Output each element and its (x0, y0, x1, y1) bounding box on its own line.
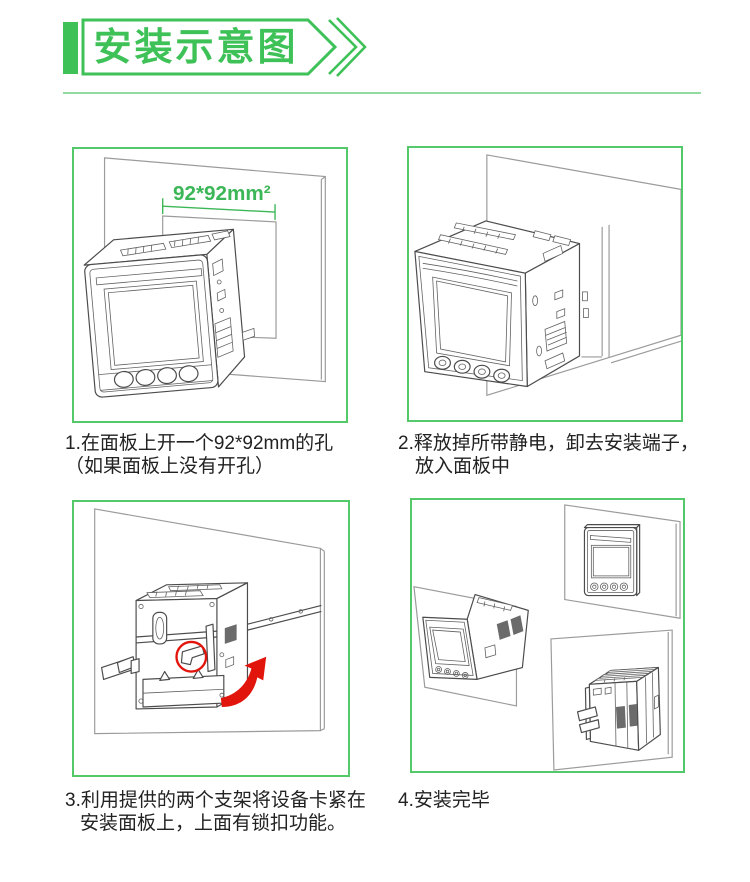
installed-rear-view (550, 629, 673, 771)
step3-panel (72, 500, 350, 777)
dimension-line (162, 198, 276, 220)
installed-angled-view (413, 585, 529, 707)
step1-illustration: 92*92mm² (83, 157, 326, 398)
header-title-box (81, 17, 367, 77)
chevron-right-icon (336, 17, 367, 77)
red-highlight-circle (175, 640, 208, 673)
installed-front-view (564, 504, 681, 619)
red-arrow (220, 656, 267, 707)
meter-drawing (83, 228, 256, 398)
step2-caption-line1: 2.释放掉所带静电，卸去安装端子， (398, 433, 699, 454)
header-divider (63, 92, 701, 94)
chevron-right-icon (328, 19, 358, 75)
meter-rear-drawing (101, 582, 322, 710)
meter-drawing (414, 220, 581, 388)
step2-caption-line2: 放入面板中 (415, 455, 511, 477)
wall-drawing (94, 508, 325, 735)
step4-illustration (413, 504, 681, 771)
page-title: 安装示意图 (93, 27, 299, 69)
step3-caption: 3.利用提供的两个支架将设备卡紧在 安装面板上，上面有锁扣功能。 (65, 790, 366, 835)
step1-panel: 92*92mm² (72, 147, 348, 423)
step1-caption-line2: （如果面板上没有开孔） (65, 455, 275, 477)
step3-illustration (94, 508, 325, 735)
step1-caption-line1: 1.在面板上开一个92*92mm的孔 (65, 433, 334, 454)
step2-panel (407, 146, 683, 422)
step2-illustration (414, 154, 681, 397)
step3-caption-line2: 安装面板上，上面有锁扣功能。 (80, 812, 347, 834)
hole-size-annotation: 92*92mm² (173, 182, 271, 205)
step4-caption: 4.安装完毕 (398, 790, 490, 813)
step2-caption: 2.释放掉所带静电，卸去安装端子， 放入面板中 (398, 433, 699, 478)
step4-panel (410, 498, 685, 773)
header-accent-bar (63, 22, 78, 74)
step4-caption-line1: 4.安装完毕 (398, 790, 490, 811)
step1-caption: 1.在面板上开一个92*92mm的孔 （如果面板上没有开孔） (65, 433, 333, 478)
step3-caption-line1: 3.利用提供的两个支架将设备卡紧在 (65, 790, 366, 811)
